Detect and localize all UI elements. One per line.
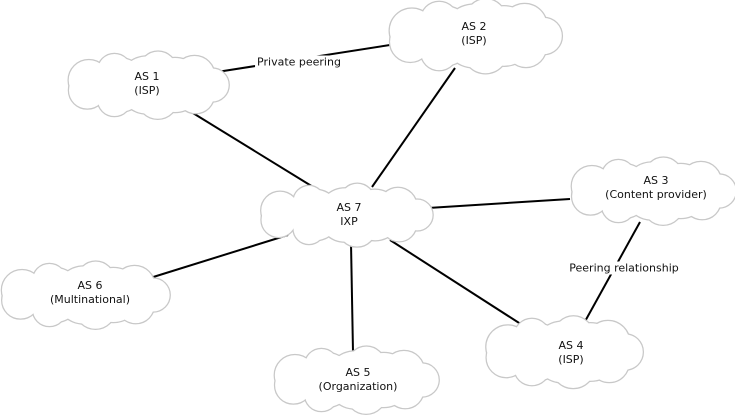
cloud-shape-as7	[349, 189, 401, 241]
cloud-shape-as1	[92, 58, 146, 112]
edge-as1-as7	[187, 109, 319, 191]
cloud-shape-as3	[653, 164, 708, 218]
edge-as7-as3	[427, 198, 571, 209]
node-role: (ISP)	[558, 353, 584, 366]
node-as4[interactable]: AS 4(ISP)	[558, 339, 583, 367]
cloud-shape-as4	[506, 323, 565, 381]
cloud-shape-as7	[289, 189, 341, 241]
cloud-shape-as1	[148, 58, 202, 112]
node-name: AS 2	[461, 20, 487, 33]
cloud-shape-as2	[474, 6, 534, 66]
node-name: AS 4	[558, 339, 584, 352]
node-as1[interactable]: AS 1(ISP)	[134, 70, 159, 98]
node-role: (Content provider)	[605, 188, 707, 201]
node-role: (ISP)	[461, 34, 487, 47]
edge-as7-as4	[389, 239, 531, 331]
node-as5[interactable]: AS 5(Organization)	[319, 366, 398, 394]
node-role: (Multinational)	[49, 293, 131, 306]
node-name: AS 6	[77, 279, 103, 292]
node-as6[interactable]: AS 6(Multinational)	[50, 279, 130, 307]
node-as3[interactable]: AS 3(Content provider)	[605, 174, 707, 202]
cloud-shape-as4	[561, 323, 620, 381]
edge-as2-as7	[371, 67, 456, 188]
edge-as7-as6	[149, 234, 289, 279]
node-name: AS 5	[345, 366, 371, 379]
cloud-shape-as3	[596, 164, 651, 218]
edge-label-private-peering: Private peering	[255, 55, 343, 69]
cloud-shape-as6	[27, 268, 82, 322]
node-as2[interactable]: AS 2(ISP)	[461, 20, 486, 48]
edge-as7-as5	[350, 242, 354, 353]
node-role: (Organization)	[318, 380, 398, 393]
node-name: AS 7	[336, 201, 362, 214]
node-role: IXP	[340, 215, 358, 228]
cloud-shape-as2	[414, 6, 474, 66]
node-role: (ISP)	[134, 84, 160, 97]
cloud-shape-as7	[261, 191, 299, 230]
edge-label-peering-relationship: Peering relationship	[567, 261, 681, 275]
node-name: AS 1	[134, 70, 160, 83]
node-name: AS 3	[643, 174, 669, 187]
cloud-shape-as5	[299, 353, 354, 407]
cloud-shape-as6	[86, 268, 141, 322]
cloud-shape-as5	[356, 353, 411, 407]
